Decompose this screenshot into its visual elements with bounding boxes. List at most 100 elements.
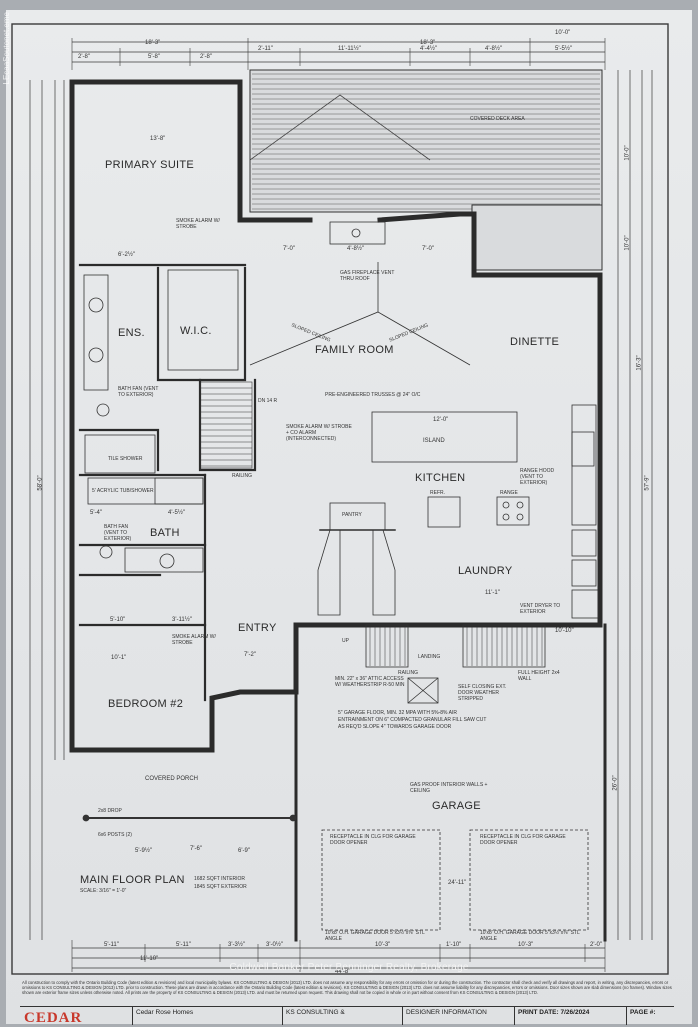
dim-top-3: 10'-0" [555, 30, 571, 36]
title-block-page: PAGE #: [626, 1007, 674, 1025]
note-smoke-alarm-bedroom: SMOKE ALARM W/ STROBE [172, 634, 216, 646]
designer-info: DESIGNER INFORMATION [406, 1009, 487, 1016]
note-tile-shower: TILE SHOWER [108, 456, 143, 462]
dim-3115: 3'-11½" [172, 617, 192, 623]
note-smoke-alarm-primary: SMOKE ALARM W/ STROBE [176, 218, 220, 230]
dim-right-total: 57'-9" [644, 475, 651, 491]
note-gas-fireplace: GAS FIREPLACE VENT THRU ROOF [340, 270, 395, 282]
dim-porch-a: 5'-9½" [135, 848, 152, 854]
dim-fireplace: 4'-8½" [347, 246, 364, 252]
note-railing-main: RAILING [232, 473, 253, 479]
dim-bot-i: 11'-10" [140, 956, 159, 962]
room-family-room: FAMILY ROOM [315, 344, 394, 356]
room-bath: BATH [150, 527, 180, 539]
disclaimer-text: All construction to comply with the Onta… [22, 980, 672, 995]
note-self-closing-door: SELF CLOSING EXT. DOOR WEATHER STRIPPED [458, 684, 507, 702]
island-label: ISLAND [423, 438, 445, 444]
dim-bath: 5'-4" [90, 510, 102, 516]
dim-ens: 6'-2½" [118, 252, 135, 258]
note-garage-floor: 5" GARAGE FLOOR, MIN. 32 MPA WITH 5%-8% … [338, 710, 487, 730]
room-covered-deck: COVERED DECK AREA [470, 116, 525, 122]
note-bath-fan: BATH FAN (VENT TO EXTERIOR) [104, 524, 132, 542]
dim-510: 5'-10" [110, 617, 126, 623]
dim-top-b: 5'-8" [148, 54, 160, 60]
note-garage-door-right: 10'x8' O.H. GARAGE DOOR 5"x3½"x⅜" STL AN… [480, 930, 580, 942]
dim-bot-c: 3'-3½" [228, 942, 245, 948]
note-refrigerator: REFR. [430, 490, 445, 496]
dim-left-total: 58'-0" [37, 475, 44, 491]
page-label: PAGE #: [630, 1009, 656, 1016]
dim-top-c: 2'-8" [200, 54, 212, 60]
print-date-label: PRINT DATE: [518, 1009, 559, 1016]
dim-top-1: 18'-3" [145, 40, 161, 46]
consultant-name: KS CONSULTING & [286, 1009, 345, 1016]
room-bedroom-2: BEDROOM #2 [108, 698, 184, 710]
room-garage: GARAGE [432, 800, 481, 812]
room-laundry: LAUNDRY [458, 565, 513, 577]
dim-fam-left: 7'-0" [283, 246, 295, 252]
plan-scale: SCALE: 3/16" = 1'-0" [80, 888, 127, 894]
note-receptacle-right: RECEPTACLE IN CLG FOR GARAGE DOOR OPENER [480, 834, 566, 846]
room-covered-porch: COVERED PORCH [145, 776, 199, 782]
dim-right-a: 10'-0" [624, 145, 631, 161]
note-posts: 6x6 POSTS (2) [98, 832, 132, 838]
dim-bot-a: 5'-11" [104, 942, 119, 948]
dim-bedroom: 10'-1" [111, 655, 127, 661]
note-receptacle-left: RECEPTACLE IN CLG FOR GARAGE DOOR OPENER [330, 834, 416, 846]
dim-laundry: 11'-1" [485, 590, 500, 596]
dim-right-b: 10'-0" [624, 235, 631, 251]
dim-entry: 7'-2" [244, 652, 256, 658]
note-trusses: PRE-ENGINEERED TRUSSES @ 24" O/C [325, 392, 421, 398]
plan-area-exterior: 1845 SQFT EXTERIOR [194, 884, 247, 890]
dim-bot-e: 10'-3" [375, 942, 391, 948]
side-label: LEcaaSoutonet.eme [2, 12, 11, 85]
dim-bath-2: 4'-5½" [168, 510, 185, 516]
dim-bot-b: 5'-11" [176, 942, 191, 948]
note-stair-up: UP [342, 638, 349, 644]
company-name: Cedar Rose Homes [136, 1009, 194, 1016]
dim-top-g: 4'-8½" [485, 46, 502, 52]
dim-top-e: 11'-11½" [338, 46, 361, 52]
dim-fam-right: 7'-0" [422, 246, 434, 252]
room-primary-suite: PRIMARY SUITE [105, 159, 195, 171]
dim-primary-width: 13'-8" [150, 136, 166, 142]
note-railing-garage: RAILING [398, 670, 419, 676]
title-block-consultant: KS CONSULTING & [282, 1007, 402, 1025]
room-dinette: DINETTE [510, 336, 560, 348]
brokerage-watermark: Coldwell Banker Peter Benninger Realty, … [229, 962, 469, 973]
title-block-print-date: PRINT DATE: 7/26/2024 [514, 1007, 626, 1025]
note-smoke-co-alarm: SMOKE ALARM W/ STROBE + CO ALARM (INTERC… [286, 424, 352, 442]
title-block: Cedar Rose Homes KS CONSULTING & DESIGNE… [20, 1006, 674, 1025]
note-vent-dryer: VENT DRYER TO EXTERIOR [520, 603, 561, 615]
note-gas-proof: GAS PROOF INTERIOR WALLS + CEILING [410, 782, 488, 794]
room-entry: ENTRY [238, 622, 277, 634]
dim-porch-c: 6'-9" [238, 848, 250, 854]
title-block-company: Cedar Rose Homes [132, 1007, 282, 1025]
dim-garage-inner: 24'-11" [448, 880, 467, 886]
sheet-border [11, 23, 669, 975]
dim-top-2: 18'-3" [420, 40, 436, 46]
dim-bot-d: 3'-0½" [266, 942, 283, 948]
dim-top-h: 5'-5½" [555, 46, 572, 52]
note-stair-down: DN 14 R [258, 398, 278, 404]
room-kitchen: KITCHEN [415, 472, 466, 484]
plan-area-interior: 1682 SQFT INTERIOR [194, 876, 246, 882]
note-bath-fan-ensuite: BATH FAN (VENT TO EXTERIOR) [118, 386, 159, 398]
note-garage-door-left: 10'x8' O.H. GARAGE DOOR 5"x3½"x⅜" STL AN… [325, 930, 425, 942]
dim-1010: 10'-10" [555, 628, 574, 634]
note-drop-beam: 2x8 DROP [98, 808, 122, 814]
note-attic-access: MIN. 22" x 36" ATTIC ACCESS W/ WEATHERST… [335, 676, 405, 688]
dim-island: 12'-0" [433, 417, 449, 423]
covered-deck-hatch [249, 69, 603, 271]
cedar-logo: CEDAR [24, 1010, 83, 1026]
dim-bot-h: 2'-0" [590, 942, 602, 948]
dim-right-c: 16'-3" [636, 355, 643, 371]
dim-top-d: 2'-11" [258, 46, 273, 52]
note-acrylic-tub: 5' ACRYLIC TUB/SHOWER [92, 488, 154, 494]
room-walk-in-closet: W.I.C. [180, 325, 212, 337]
room-landing: LANDING [418, 654, 441, 660]
note-range-hood: RANGE HOOD (VENT TO EXTERIOR) [520, 468, 555, 486]
title-block-designer: DESIGNER INFORMATION [402, 1007, 514, 1025]
room-ensuite: ENS. [118, 327, 145, 339]
